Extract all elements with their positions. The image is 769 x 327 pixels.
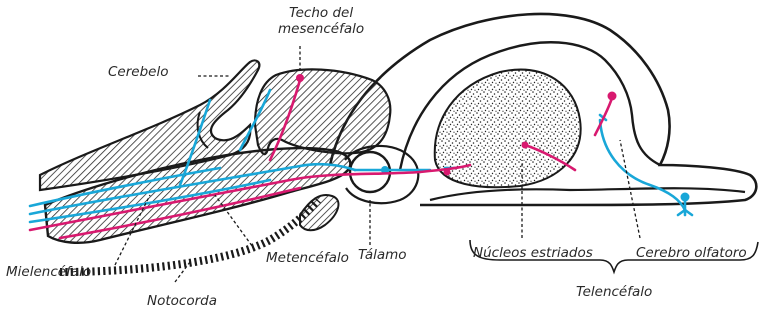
label-cerebelo: Cerebelo xyxy=(108,65,168,81)
corpus-striatum xyxy=(435,70,581,188)
label-notocorda: Notocorda xyxy=(147,294,217,310)
label-cerebro-olfatoro: Cerebro olfatoro xyxy=(636,246,747,262)
tectum-shape xyxy=(255,69,390,154)
ventral-olfactory-line xyxy=(430,188,745,200)
label-talamo: Tálamo xyxy=(358,248,407,264)
label-nucleos-estriados: Núcleos estriados xyxy=(473,246,593,262)
label-techo-mesencefalo: Techo del mesencéfalo xyxy=(278,6,364,37)
label-mielencefalo: Mielencéfalo xyxy=(6,265,91,281)
hypothalamus-piece xyxy=(300,195,338,230)
label-telencefalo: Telencéfalo xyxy=(576,285,652,301)
label-metencefalo: Metencéfalo xyxy=(266,251,349,267)
